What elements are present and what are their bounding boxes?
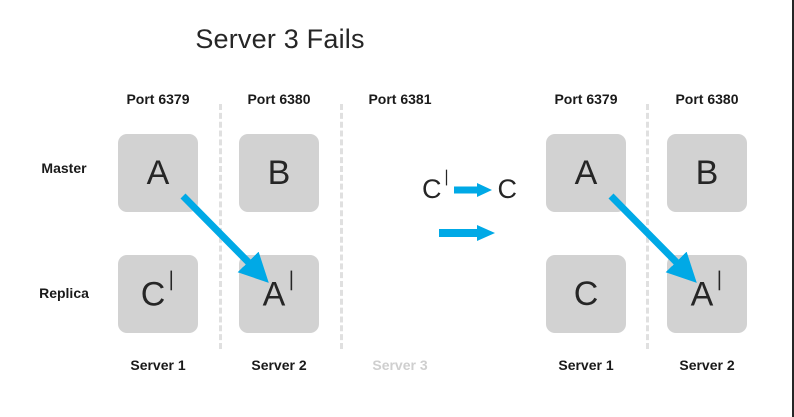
port-label-left-6380: Port 6380: [247, 91, 311, 107]
server-label-left-3-failed: Server 3: [372, 357, 428, 373]
right-arrow-icon: [439, 225, 495, 241]
node-letter: B: [695, 154, 719, 192]
prime-mark: ∣: [286, 268, 297, 291]
column-divider-left-2: [340, 104, 343, 349]
port-label-left-6379: Port 6379: [126, 91, 190, 107]
row-label-master: Master: [41, 160, 87, 176]
node-right-6380-replica[interactable]: A∣: [667, 255, 747, 333]
node-left-6379-replica[interactable]: C∣: [118, 255, 198, 333]
right-arrow-icon: [453, 182, 492, 197]
column-divider-left-1: [219, 104, 222, 349]
column-divider-right-1: [646, 104, 649, 349]
row-label-replica: Replica: [39, 285, 89, 301]
legend-from-label: C∣: [422, 169, 451, 204]
server-label-left-1: Server 1: [130, 357, 186, 373]
node-letter: A: [146, 154, 170, 192]
port-label-right-6379: Port 6379: [554, 91, 618, 107]
node-letter: B: [267, 154, 291, 192]
server-label-right-2: Server 2: [679, 357, 735, 373]
node-letter: A: [574, 154, 598, 192]
node-letter: A: [690, 275, 714, 314]
node-left-6379-master[interactable]: A: [118, 134, 198, 212]
node-right-6379-replica[interactable]: C: [546, 255, 626, 333]
node-left-6380-master[interactable]: B: [239, 134, 319, 212]
server-label-left-2: Server 2: [251, 357, 307, 373]
prime-mark: ∣: [166, 268, 177, 291]
server-label-right-1: Server 1: [558, 357, 614, 373]
port-label-right-6380: Port 6380: [675, 91, 739, 107]
node-right-6379-master[interactable]: A: [546, 134, 626, 212]
legend-promotion-row: C∣ C: [422, 169, 518, 204]
prime-mark: ∣: [442, 169, 451, 186]
node-right-6380-master[interactable]: B: [667, 134, 747, 212]
node-letter: C: [140, 275, 166, 314]
page-title: Server 3 Fails: [195, 24, 365, 54]
legend-transition-row: [437, 222, 499, 244]
legend-to-label: C: [497, 174, 518, 204]
node-letter: A: [262, 275, 286, 314]
prime-mark: ∣: [714, 268, 725, 291]
node-letter: C: [573, 275, 599, 313]
node-left-6380-replica[interactable]: A∣: [239, 255, 319, 333]
port-label-left-6381: Port 6381: [368, 91, 432, 107]
